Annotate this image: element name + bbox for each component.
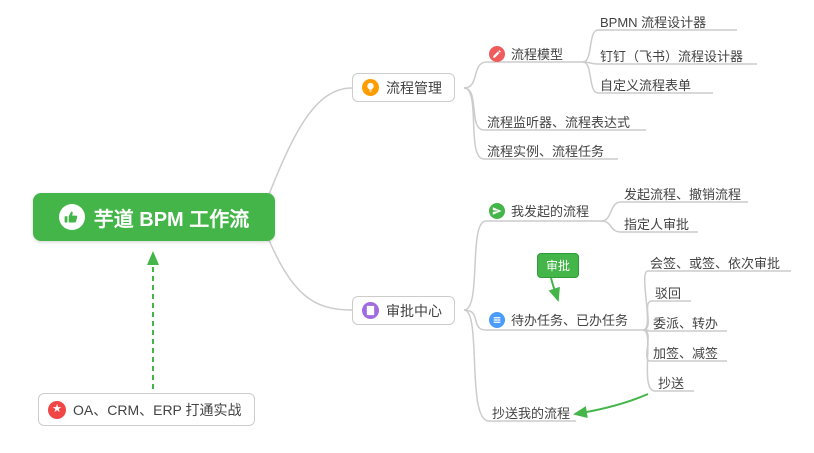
branch-process-management[interactable]: 流程管理	[352, 73, 455, 102]
star-icon: ★	[48, 400, 66, 419]
node-dingtalk-feishu-designer[interactable]: 钉钉（飞书）流程设计器	[600, 46, 743, 65]
approval-badge[interactable]: 审批	[537, 253, 580, 278]
node-todo-done-tasks[interactable]: 待办任务、已办任务	[489, 310, 628, 329]
lightbulb-icon	[362, 79, 379, 96]
node-label: 发起流程、撤销流程	[624, 187, 742, 202]
root-node-bpm-workflow[interactable]: 芋道 BPM 工作流	[33, 193, 275, 241]
document-icon	[362, 302, 379, 319]
node-instance-task[interactable]: 流程实例、流程任务	[487, 141, 604, 160]
node-label: BPMN 流程设计器	[600, 15, 707, 30]
node-label: 流程监听器、流程表达式	[487, 115, 631, 130]
branch-approval-center[interactable]: 审批中心	[352, 296, 455, 325]
node-add-reduce-sign[interactable]: 加签、减签	[653, 343, 718, 362]
node-bpmn-designer[interactable]: BPMN 流程设计器	[600, 12, 706, 31]
node-label: 自定义流程表单	[600, 78, 692, 93]
node-cc[interactable]: 抄送	[658, 373, 684, 392]
node-label: OA、CRM、ERP 打通实战	[73, 401, 242, 418]
node-cc-my-process[interactable]: 抄送我的流程	[492, 403, 570, 422]
star-glyph: ★	[52, 403, 62, 415]
node-my-initiated-process[interactable]: 我发起的流程	[489, 201, 589, 220]
root-label: 芋道 BPM 工作流	[93, 208, 250, 231]
node-label: 抄送	[658, 376, 685, 391]
node-label: 抄送我的流程	[492, 406, 571, 421]
node-label: 会签、或签、依次审批	[650, 256, 781, 271]
node-initiate-cancel[interactable]: 发起流程、撤销流程	[624, 184, 741, 203]
node-label: 待办任务、已办任务	[511, 313, 629, 328]
node-assignee-approval[interactable]: 指定人审批	[624, 214, 689, 233]
node-label: 我发起的流程	[511, 204, 590, 219]
node-label: 指定人审批	[624, 217, 690, 232]
node-delegate-transfer[interactable]: 委派、转办	[653, 313, 718, 332]
arrow-cc-to-cc-my-process	[573, 393, 649, 419]
node-process-model[interactable]: 流程模型	[489, 44, 563, 63]
node-label: 流程实例、流程任务	[487, 144, 605, 159]
node-label: 驳回	[655, 286, 682, 301]
arrow-badge-to-todo	[548, 277, 560, 302]
node-reject[interactable]: 驳回	[655, 283, 681, 302]
node-label: 加签、减签	[653, 346, 719, 361]
branch-label: 流程管理	[386, 79, 442, 96]
node-oa-crm-erp-practice[interactable]: ★ OA、CRM、ERP 打通实战	[38, 393, 255, 426]
node-label: 委派、转办	[653, 316, 719, 331]
list-icon	[489, 311, 505, 328]
node-label: 流程模型	[511, 47, 564, 62]
badge-label: 审批	[546, 259, 571, 273]
thumbs-up-icon	[58, 204, 85, 230]
node-label: 钉钉（飞书）流程设计器	[600, 49, 744, 64]
send-icon	[489, 202, 505, 219]
node-countersign-or-sequential[interactable]: 会签、或签、依次审批	[650, 253, 780, 272]
node-listener-expression[interactable]: 流程监听器、流程表达式	[487, 112, 630, 131]
pencil-icon	[489, 45, 505, 62]
branch-label: 审批中心	[386, 302, 442, 319]
node-custom-process-form[interactable]: 自定义流程表单	[600, 75, 691, 94]
